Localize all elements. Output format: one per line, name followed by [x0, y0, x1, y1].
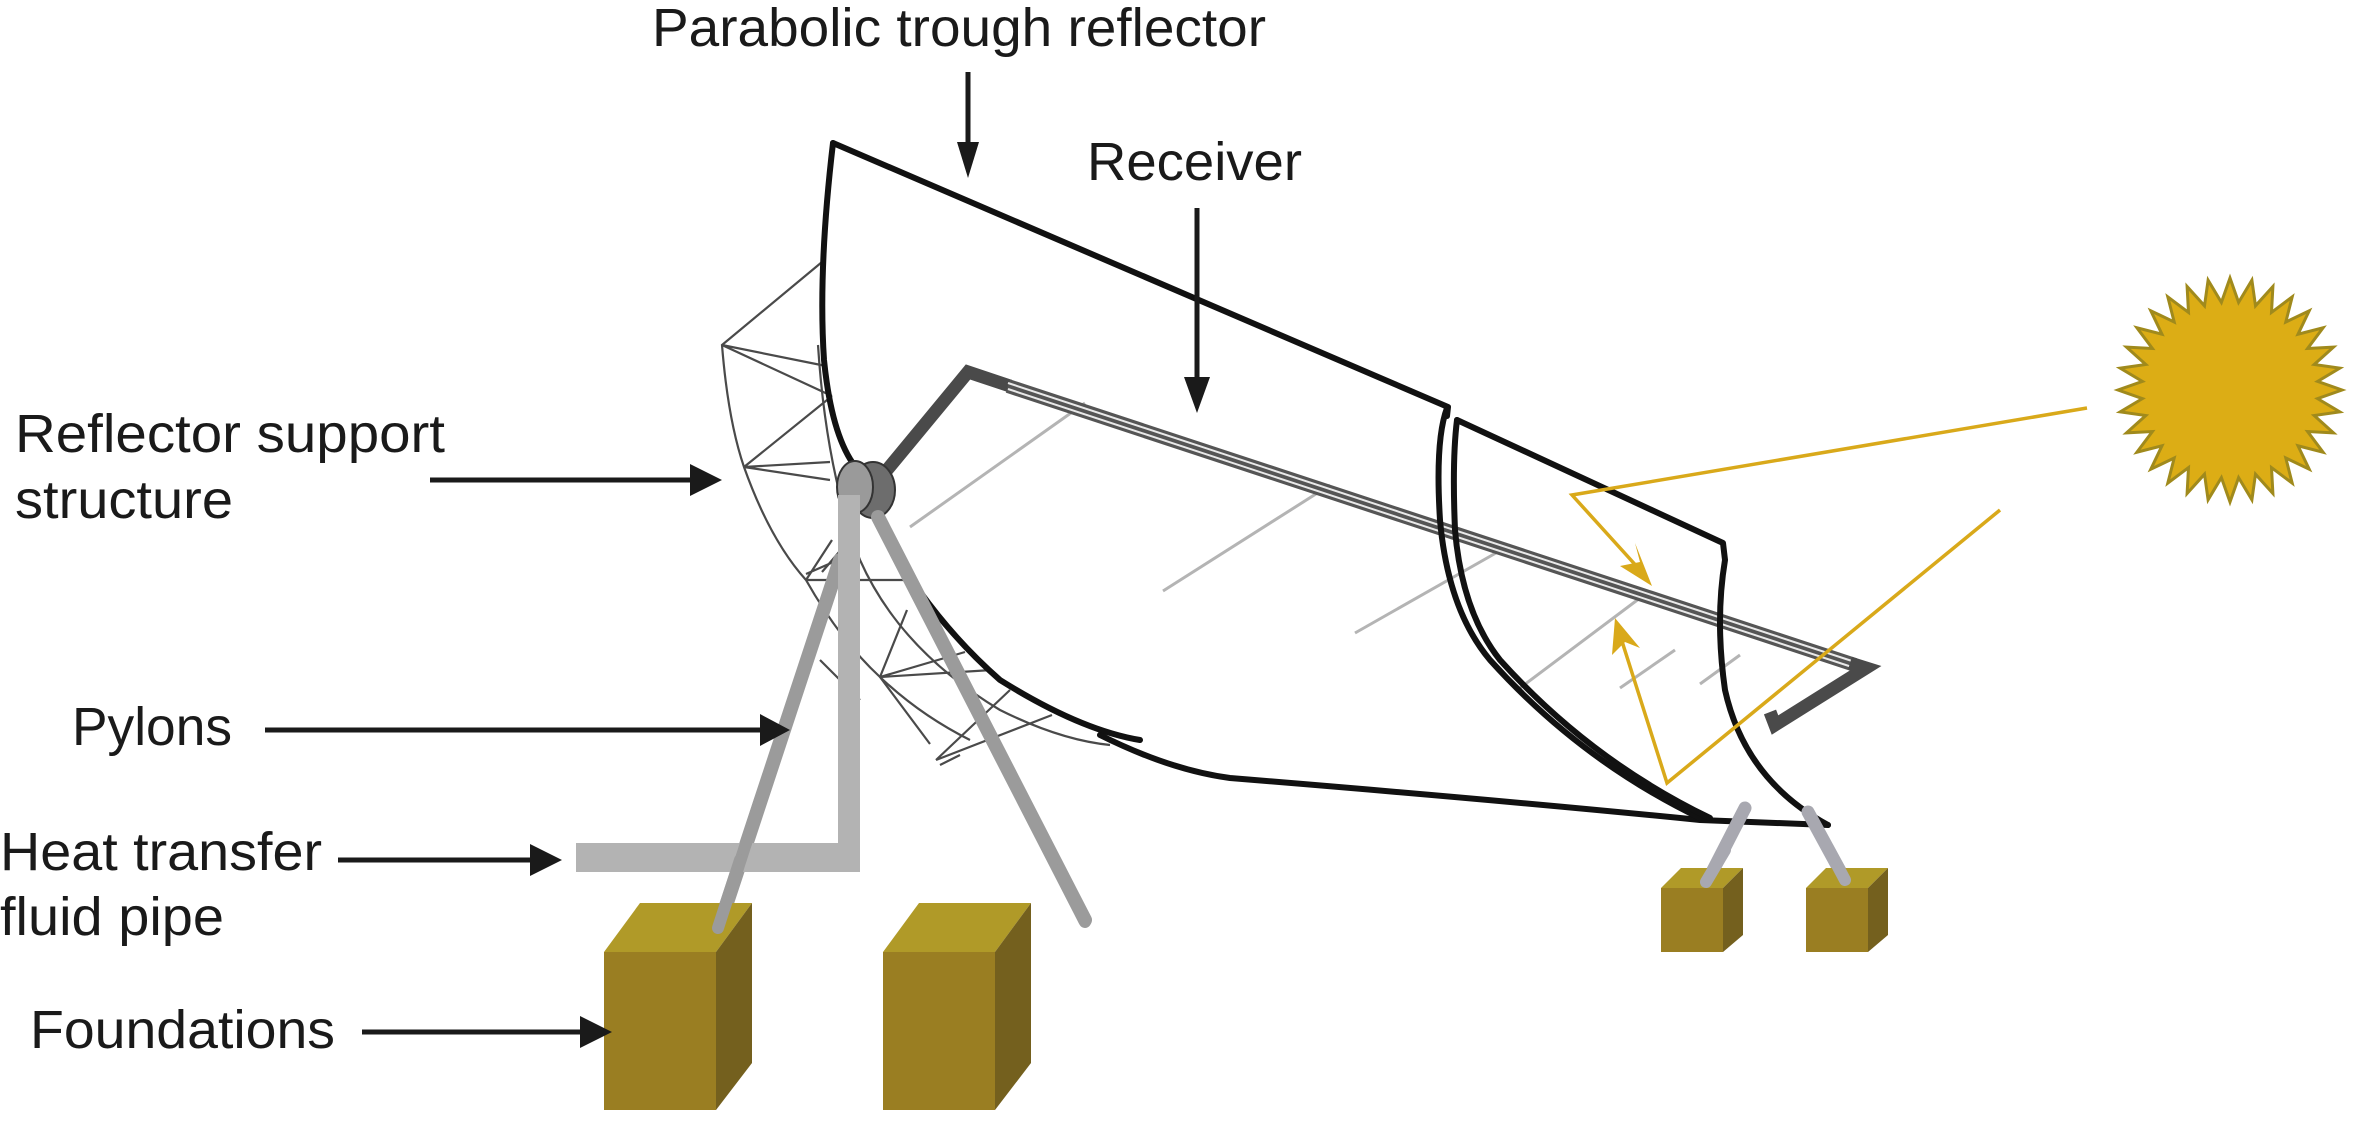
ray-lower-arrowhead: [1612, 618, 1640, 655]
label-receiver: Receiver: [1087, 132, 1302, 192]
pylon-right: [871, 510, 1092, 927]
label-heat-transfer-line1: Heat transfer: [0, 822, 322, 882]
truss-members: [721, 343, 1053, 766]
reflector-ribs: [909, 401, 1741, 690]
receiver-tube-glass-1: [1007, 382, 1856, 663]
receiver-tube-glass-2: [1007, 388, 1856, 669]
label-pointers: [265, 72, 1210, 1048]
sun-rays: [1568, 406, 2088, 786]
sun-icon: [2113, 273, 2347, 507]
heat-transfer-fluid-pipe: [576, 495, 860, 872]
receiver-connector-left: [862, 364, 1013, 498]
reflector-seam-1: [1435, 405, 1703, 821]
reflector-top-edge-2: [1454, 417, 1831, 828]
label-parabolic-trough-reflector: Parabolic trough reflector: [652, 0, 1266, 58]
label-pylons: Pylons: [72, 697, 232, 757]
parabolic-trough-reflector: [819, 140, 1831, 828]
receiver-tube-outer: [1005, 379, 1858, 672]
label-heat-transfer-line2: fluid pipe: [0, 887, 224, 947]
foundation-4: [1806, 868, 1888, 952]
label-foundations: Foundations: [30, 1000, 335, 1060]
reflector-bottom-edge: [1097, 732, 1831, 828]
label-reflector-support-line1: Reflector support: [15, 404, 445, 464]
reflector-support-structure: [720, 261, 1111, 766]
sun-ray-upper: [1568, 406, 2088, 572]
sun-ray-lower: [1618, 508, 2002, 786]
ray-upper-arrowhead: [1620, 543, 1652, 586]
foundation-1: [604, 903, 752, 1110]
foundations: [604, 868, 1888, 1110]
labels: Parabolic trough reflector Receiver Refl…: [0, 0, 1302, 1060]
receiver: [862, 364, 1882, 735]
reflector-left-profile: [819, 140, 861, 473]
label-reflector-support-line2: structure: [15, 470, 233, 530]
reflector-seam-2: [1450, 417, 1713, 821]
receiver-connector-right: [1763, 656, 1882, 735]
foundation-2: [883, 903, 1031, 1110]
truss-inner-arc: [816, 344, 1111, 747]
reflector-lower-profile-1: [865, 502, 1143, 743]
